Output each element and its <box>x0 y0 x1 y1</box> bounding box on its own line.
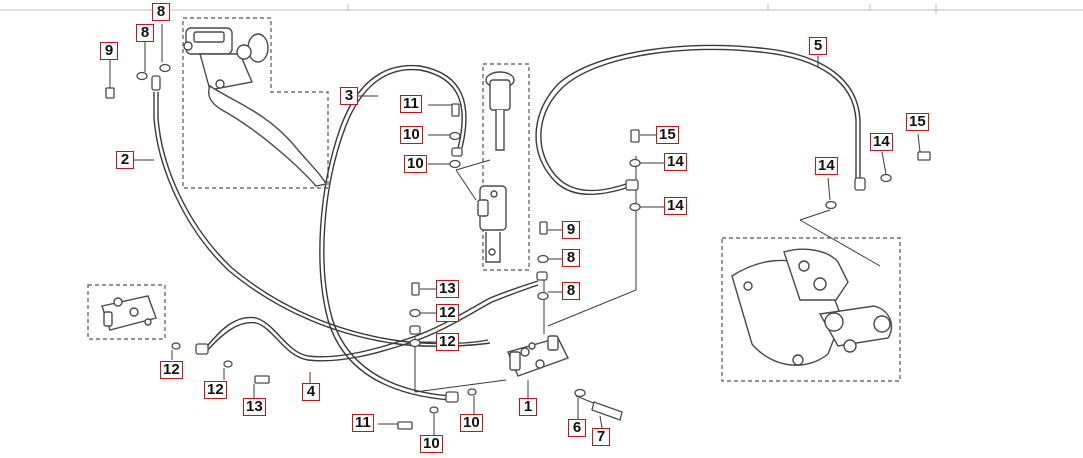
callout-2: 2 <box>116 151 134 169</box>
callout-14: 14 <box>815 157 838 175</box>
callout-12: 12 <box>436 333 459 351</box>
callout-12: 12 <box>204 381 227 399</box>
caliper-box <box>721 237 901 382</box>
callout-8: 8 <box>136 24 154 42</box>
callout-12: 12 <box>160 361 183 379</box>
dashed-assembly-boxes <box>87 17 901 382</box>
callout-5: 5 <box>809 37 827 55</box>
callout-10: 10 <box>400 126 423 144</box>
callout-9: 9 <box>562 221 580 239</box>
callout-11: 11 <box>352 414 374 432</box>
hose-2 <box>153 92 491 347</box>
reservoir-box <box>482 63 530 271</box>
hose-4-b <box>203 284 539 362</box>
callout-13: 13 <box>436 280 459 298</box>
callout-10: 10 <box>460 414 483 432</box>
callout-1: 1 <box>519 398 537 416</box>
small-valve-box <box>87 284 166 340</box>
fittings <box>105 63 931 430</box>
callout-15: 15 <box>906 113 929 131</box>
master-cylinder-box <box>182 17 329 189</box>
hose-5-b <box>540 48 857 192</box>
callout-6: 6 <box>568 419 586 437</box>
callout-leaders <box>109 24 921 436</box>
frame-marks <box>0 4 1083 14</box>
hose-2-b <box>157 92 489 345</box>
hose-3 <box>323 68 463 397</box>
callout-8-top: 8 <box>152 3 170 21</box>
callout-8: 8 <box>562 282 580 300</box>
callout-14: 14 <box>870 133 893 151</box>
callout-4: 4 <box>302 383 320 401</box>
callout-10: 10 <box>404 155 427 173</box>
rear-brake-caliper <box>731 248 893 366</box>
callout-14: 14 <box>664 153 687 171</box>
callout-9: 9 <box>100 42 118 60</box>
small-valve <box>101 295 157 331</box>
callout-12: 12 <box>436 304 459 322</box>
hose-4 <box>203 280 539 358</box>
callout-7: 7 <box>592 428 610 446</box>
callout-10: 10 <box>420 435 443 453</box>
front-master-cylinder <box>183 27 328 187</box>
callout-3: 3 <box>340 87 358 105</box>
callout-15: 15 <box>656 126 679 144</box>
callout-14: 14 <box>664 197 687 215</box>
callout-13: 13 <box>243 398 266 416</box>
callout-11: 11 <box>400 95 422 113</box>
distribution-valve-1 <box>507 335 569 377</box>
callout-8: 8 <box>562 249 580 267</box>
hose-3-b <box>319 64 467 401</box>
hose-5 <box>535 44 861 195</box>
reservoir-and-cylinder <box>477 71 515 263</box>
leader-lines <box>414 156 881 409</box>
